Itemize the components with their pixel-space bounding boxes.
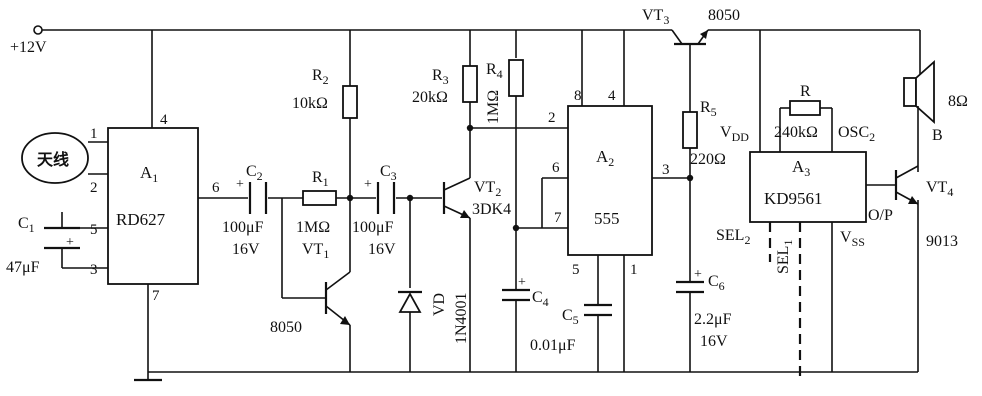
- svg-text:R: R: [800, 83, 811, 100]
- c3-value: 100μF: [352, 219, 394, 236]
- a2-pin-8: 8: [574, 88, 582, 104]
- wires: [40, 29, 921, 380]
- svg-text:A3: A3: [792, 157, 810, 179]
- c3-voltage: 16V: [368, 241, 396, 258]
- svg-text:+: +: [694, 267, 702, 282]
- a3-op-label: O/P: [868, 207, 893, 224]
- svg-text:C1: C1: [18, 215, 35, 235]
- vt4-part: 9013: [926, 233, 958, 250]
- resistor-r-osc: R 240kΩ: [774, 83, 821, 141]
- svg-text:C5: C5: [562, 307, 579, 327]
- chip-a3-part: KD9561: [764, 189, 823, 208]
- r-osc-value: 240kΩ: [774, 124, 818, 141]
- r5-value: 220Ω: [690, 151, 726, 168]
- svg-text:C3: C3: [380, 163, 397, 183]
- a1-pin-2: 2: [90, 180, 98, 196]
- a2-pin-5: 5: [572, 262, 580, 278]
- vd-part: 1N4001: [453, 292, 470, 344]
- capacitor-c6: + C6 2.2μF 16V: [676, 267, 732, 350]
- svg-text:A2: A2: [596, 147, 614, 169]
- chip-a2-part: 555: [594, 209, 620, 228]
- a1-pin-1: 1: [90, 126, 98, 142]
- c6-value: 2.2μF: [694, 311, 732, 328]
- transistor-vt1: VT1 8050: [270, 241, 351, 336]
- svg-text:R3: R3: [432, 67, 449, 87]
- svg-text:+: +: [518, 275, 526, 290]
- resistor-r2: R2 10kΩ: [292, 67, 358, 119]
- a1-pin-4: 4: [160, 112, 168, 128]
- supply-terminal: [33, 25, 43, 35]
- a2-pin-6: 6: [552, 160, 560, 176]
- r3-value: 20kΩ: [412, 89, 448, 106]
- r4-value: 1MΩ: [485, 90, 502, 124]
- a2-pin-3: 3: [662, 162, 670, 178]
- svg-text:VT3: VT3: [642, 7, 669, 27]
- r1-value: 1MΩ: [296, 219, 330, 236]
- chip-a1: A1 RD627 1 2 5 3 4 6 7: [90, 112, 220, 304]
- svg-text:C6: C6: [708, 273, 725, 293]
- chip-a1-part: RD627: [116, 210, 166, 229]
- chip-a3: A3 KD9561 VDD OSC2 SEL2 SEL1 VSS O/P: [716, 124, 893, 274]
- a1-pin-5: 5: [90, 222, 98, 238]
- svg-text:+: +: [236, 177, 244, 192]
- c6-voltage: 16V: [700, 333, 728, 350]
- r2-value: 10kΩ: [292, 95, 328, 112]
- a1-pin-3: 3: [90, 262, 98, 278]
- vt1-part: 8050: [270, 319, 302, 336]
- c1-value: 47μF: [6, 259, 40, 276]
- resistor-r4: R4 1MΩ: [485, 59, 524, 124]
- capacitor-c2: + C2 100μF 16V: [222, 163, 268, 258]
- svg-text:R5: R5: [700, 99, 717, 119]
- speaker-label: B: [932, 127, 943, 144]
- svg-text:R1: R1: [312, 169, 329, 189]
- capacitor-c5: C5 0.01μF: [530, 303, 612, 354]
- transistor-vt4: VT4 9013: [894, 165, 958, 250]
- c2-value: 100μF: [222, 219, 264, 236]
- svg-text:+: +: [364, 177, 372, 192]
- transistor-vt3: VT3 8050: [642, 7, 740, 54]
- a2-pin-1: 1: [630, 262, 638, 278]
- svg-text:OSC2: OSC2: [838, 124, 875, 144]
- capacitor-c1: + C1 47μF: [6, 215, 80, 276]
- svg-text:R2: R2: [312, 67, 329, 87]
- supply-label: +12V: [10, 39, 47, 56]
- a1-pin-6: 6: [212, 180, 220, 196]
- capacitor-c4: + C4: [502, 275, 549, 309]
- svg-text:VT1: VT1: [302, 241, 329, 261]
- svg-text:SEL2: SEL2: [716, 227, 750, 247]
- resistor-r5: R5 220Ω: [682, 99, 726, 168]
- vt2-part: 3DK4: [472, 201, 511, 218]
- chip-a2: A2 555 8 4 2 6 7 3 5 1: [548, 88, 670, 278]
- antenna-label: 天线: [37, 150, 69, 169]
- antenna: 天线: [21, 132, 89, 184]
- vt3-part: 8050: [708, 7, 740, 24]
- svg-text:C2: C2: [246, 163, 263, 183]
- svg-text:A1: A1: [140, 163, 158, 185]
- svg-text:C4: C4: [532, 289, 549, 309]
- c2-voltage: 16V: [232, 241, 260, 258]
- resistor-r1: R1 1MΩ: [296, 169, 337, 236]
- diode-vd: VD 1N4001: [398, 290, 470, 344]
- svg-text:VT4: VT4: [926, 179, 953, 199]
- a2-pin-2: 2: [548, 110, 556, 126]
- c5-value: 0.01μF: [530, 337, 576, 354]
- svg-text:VT2: VT2: [474, 179, 501, 199]
- junction-dots: [346, 124, 694, 232]
- svg-text:VSS: VSS: [840, 229, 865, 249]
- capacitor-c3: + C3 100μF 16V: [352, 163, 397, 258]
- svg-text:R4: R4: [486, 61, 503, 81]
- svg-text:VDD: VDD: [720, 124, 749, 144]
- vd-label: VD: [431, 293, 448, 316]
- svg-text:SEL1: SEL1: [775, 240, 795, 274]
- a2-pin-7: 7: [554, 210, 562, 226]
- speaker-icon: 8Ω B: [903, 59, 968, 144]
- transistor-vt2: VT2 3DK4: [442, 177, 511, 219]
- svg-text:+: +: [66, 235, 74, 250]
- a2-pin-4: 4: [608, 88, 616, 104]
- speaker-value: 8Ω: [948, 93, 968, 110]
- a1-pin-7: 7: [152, 288, 160, 304]
- resistor-r3: R3 20kΩ: [412, 65, 478, 106]
